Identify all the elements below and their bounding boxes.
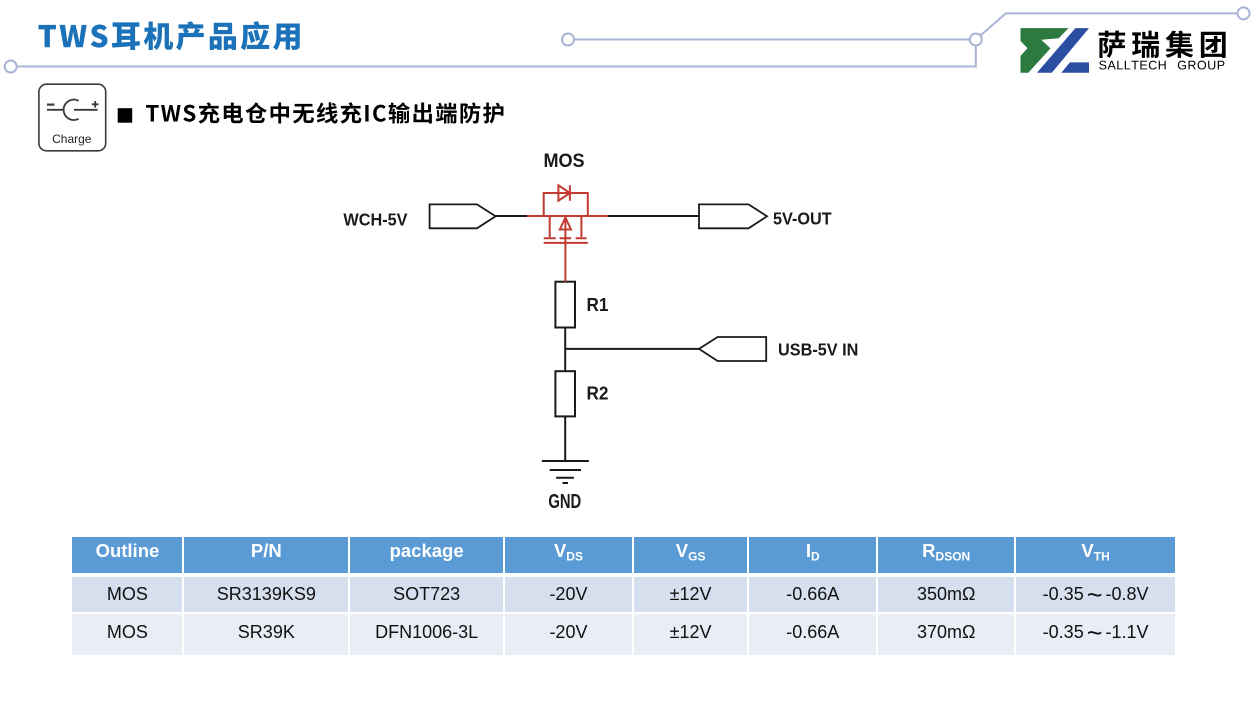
- svg-text:USB-5V IN: USB-5V IN: [778, 340, 858, 360]
- svg-text:Charge: Charge: [52, 132, 92, 146]
- svg-text:R1: R1: [587, 294, 609, 315]
- svg-text:WCH-5V: WCH-5V: [343, 210, 408, 230]
- svg-text:MOS: MOS: [543, 150, 584, 172]
- svg-text:GND: GND: [548, 490, 581, 513]
- svg-text:5V-OUT: 5V-OUT: [773, 209, 832, 229]
- svg-text:R2: R2: [587, 383, 609, 404]
